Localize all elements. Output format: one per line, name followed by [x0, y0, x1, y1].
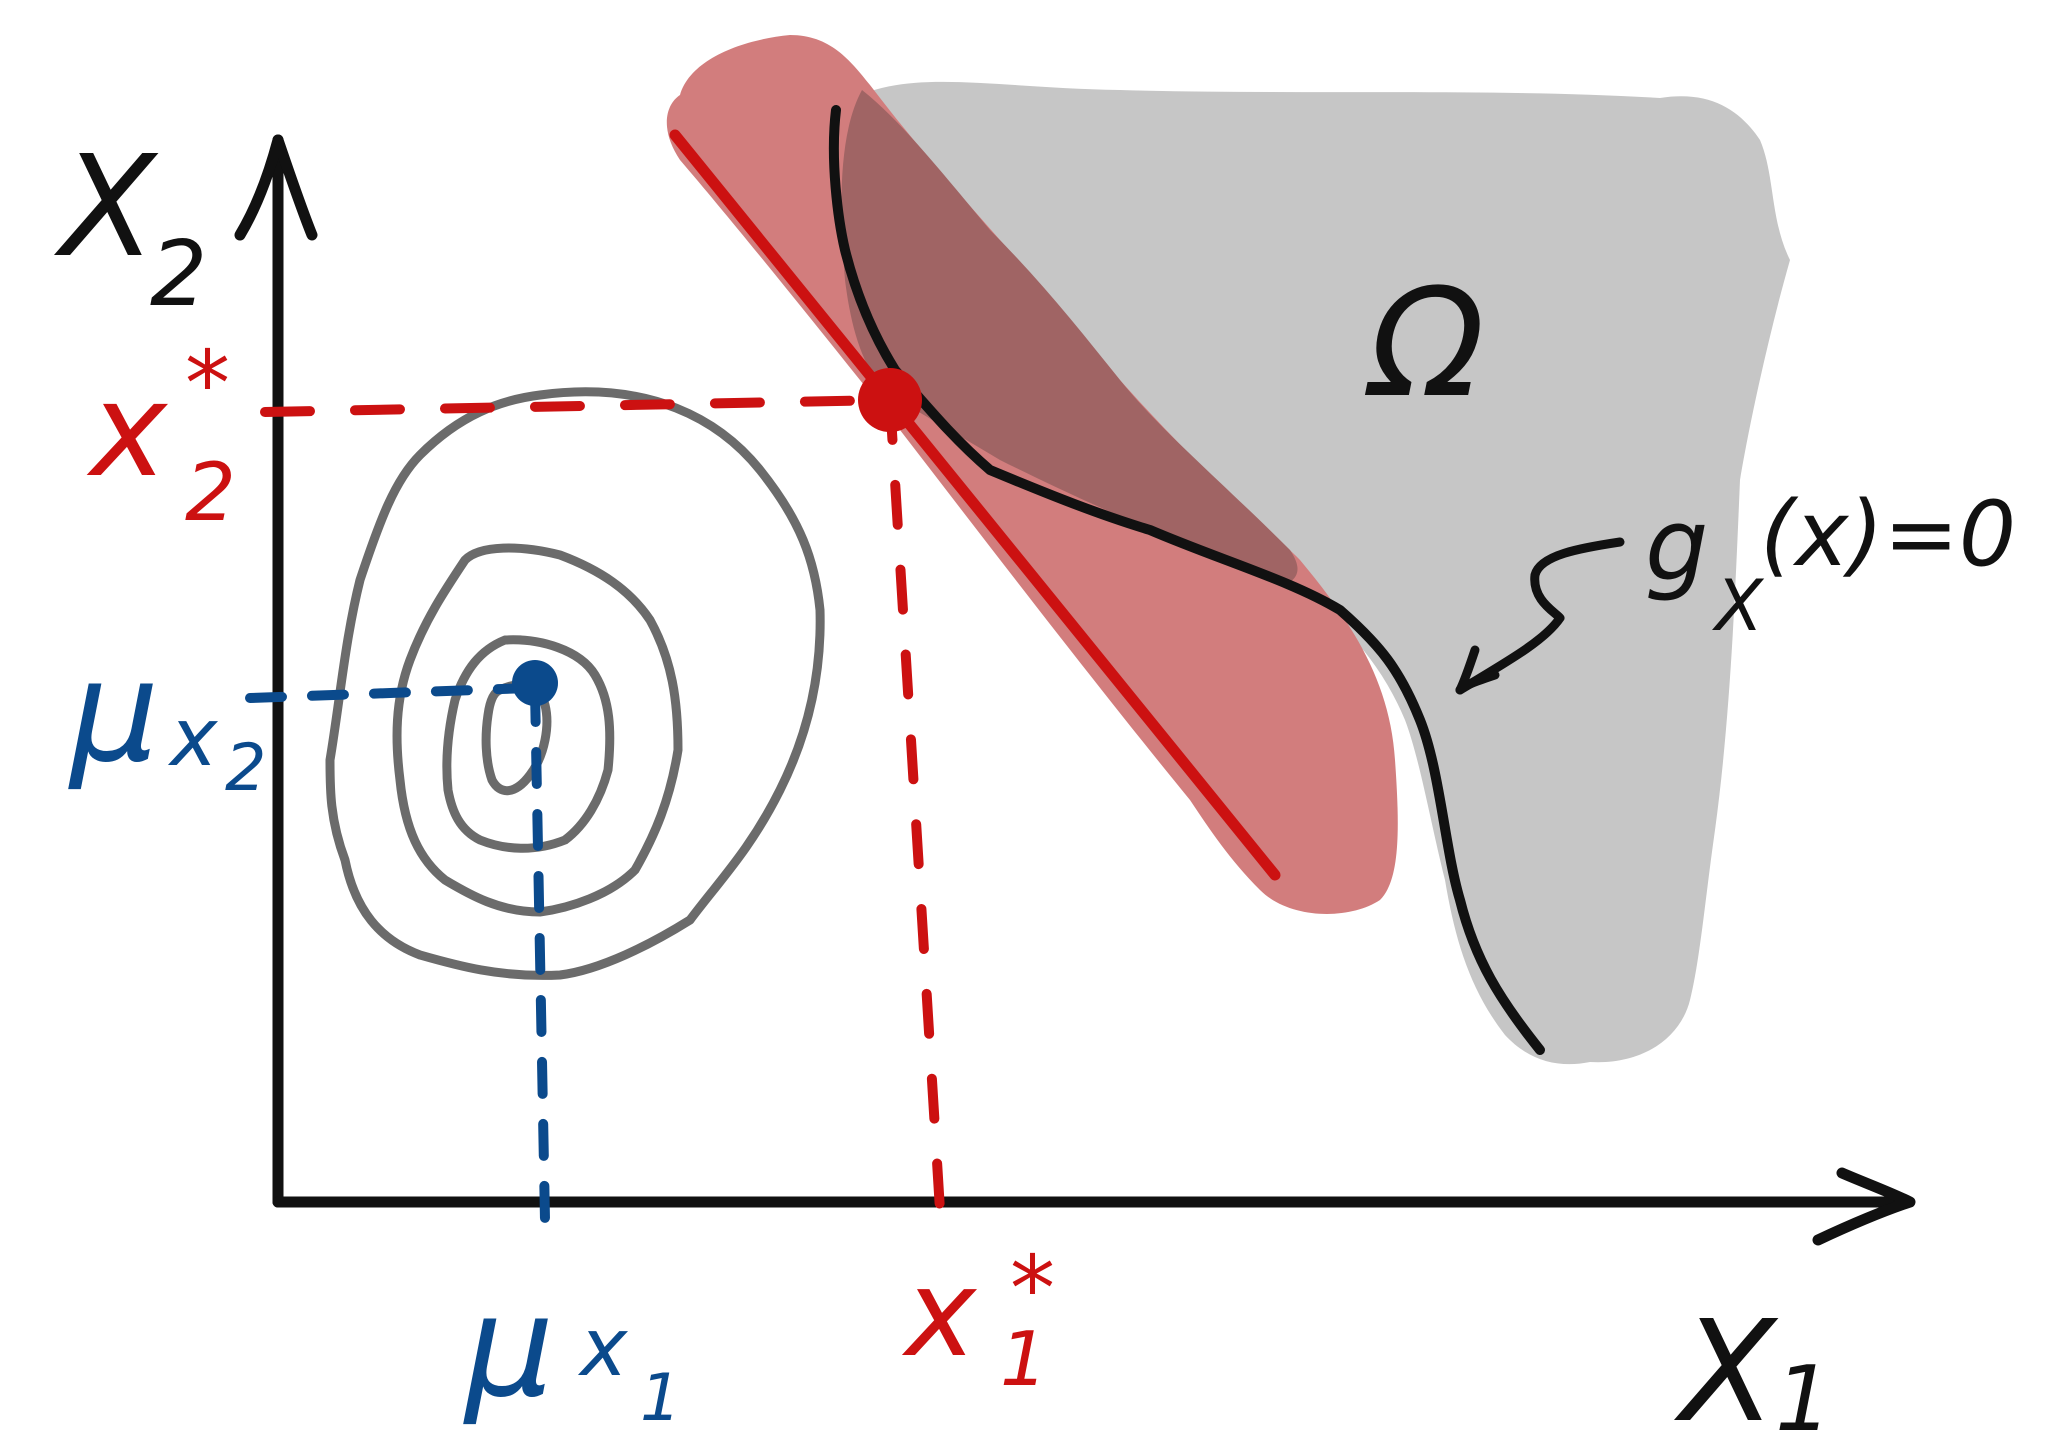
- mu-x1-subscript: x: [577, 1301, 629, 1394]
- mu-x2-label: μ: [68, 631, 159, 794]
- mu-x1-label: μ: [463, 1266, 554, 1429]
- mu-x2-dashed-line: [245, 683, 535, 703]
- x1-star-dashed-line: [885, 395, 945, 1215]
- constraint-pointer-arrow: [1455, 537, 1625, 695]
- constraint-subscript-label: X: [1711, 565, 1765, 647]
- constraint-rest-label: (x)=0: [1760, 482, 2016, 587]
- limit-state-curve: [828, 105, 1545, 1055]
- y-axis-subscript: 2: [150, 222, 207, 327]
- mu-x1-subsubscript: 1: [640, 1361, 681, 1436]
- design-point: [858, 368, 922, 432]
- probability-contours: [325, 387, 825, 980]
- x2-star-subscript: 2: [185, 446, 236, 539]
- x-axis-arrowhead: [1812, 1167, 1916, 1246]
- contour-middle: [392, 543, 683, 917]
- x1-star-label: x: [901, 1245, 978, 1384]
- constraint-g-label: g: [1645, 487, 1708, 604]
- tangent-line: [669, 129, 1281, 881]
- x2-star-label: x: [86, 354, 169, 506]
- x1-star-superscript: *: [1010, 1237, 1055, 1342]
- region-omega-label: Ω: [1364, 257, 1485, 431]
- mean-point: [512, 660, 558, 706]
- contour-inner: [442, 635, 615, 853]
- failure-region-omega: [845, 81, 1790, 1065]
- mu-x2-subsubscript: 2: [225, 731, 266, 806]
- contour-outer: [325, 387, 825, 980]
- x2-star-dashed-line: [260, 395, 895, 417]
- y-axis-label: X: [53, 126, 159, 289]
- y-axis-arrowhead: [234, 134, 318, 241]
- x2-star-superscript: *: [185, 332, 230, 437]
- mu-x2-subscript: x: [167, 691, 219, 784]
- x-axis-label: X: [1673, 1291, 1779, 1444]
- mu-x1-dashed-line: [530, 685, 550, 1225]
- band-region-overlap: [841, 90, 1298, 582]
- x-axis-subscript: 1: [1775, 1347, 1832, 1444]
- x1-star-subscript: 1: [1000, 1315, 1048, 1403]
